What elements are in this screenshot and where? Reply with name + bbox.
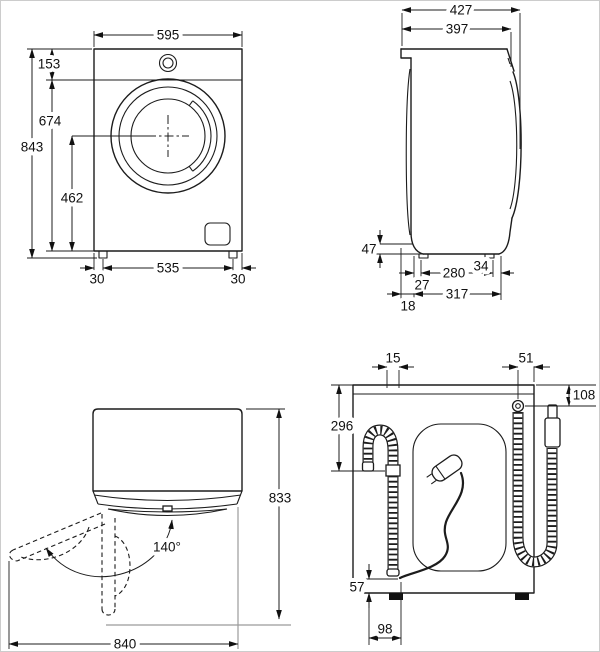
dim-side-plinth-height: 47 xyxy=(361,242,376,257)
top-machine-outline xyxy=(92,408,243,516)
filter-flap xyxy=(204,222,231,246)
back-panel xyxy=(412,423,507,572)
dim-back-inlet-offset: 51 xyxy=(518,351,533,366)
side-foot-rear xyxy=(484,253,495,259)
dim-top-width-door-open: 840 xyxy=(114,637,137,652)
dim-front-panel-height: 153 xyxy=(38,57,61,72)
inlet-connector-nipple xyxy=(547,404,558,420)
drain-hose-clamp xyxy=(385,464,401,477)
door-swing-arc xyxy=(45,519,174,578)
dim-back-cord-height: 57 xyxy=(349,580,364,595)
front-foot-left xyxy=(98,250,108,259)
dim-top-door-angle: 140° xyxy=(153,540,181,555)
dim-side-feet-spacing: 280 xyxy=(443,266,466,281)
inlet-hose xyxy=(511,399,561,568)
side-machine-outline xyxy=(400,48,522,259)
back-foot-right xyxy=(515,593,529,600)
front-dimensions: 595 843 153 674 462 535 xyxy=(17,24,256,291)
dim-front-drum-axis: 462 xyxy=(61,191,84,206)
back-foot-left xyxy=(389,593,403,600)
front-view: 595 843 153 674 462 535 xyxy=(17,24,256,291)
dim-back-drain-offset: 15 xyxy=(385,351,400,366)
back-view: 15 51 108 296 57 98 xyxy=(327,347,599,645)
back-dimensions: 15 51 108 296 57 98 xyxy=(327,347,599,645)
dim-back-inlet-from-top: 108 xyxy=(573,388,596,403)
dim-back-drain-hook-height: 296 xyxy=(331,419,354,434)
front-machine-outline xyxy=(93,48,243,259)
drain-hose-bottom-cap xyxy=(386,568,400,577)
inlet-connector xyxy=(544,417,561,448)
drain-hose xyxy=(361,424,401,577)
side-view: 427 397 47 27 280 34 18 xyxy=(357,1,522,318)
top-view-door-angle: 140° 833 840 xyxy=(8,408,295,652)
power-plug xyxy=(426,454,463,485)
dim-front-body-height: 674 xyxy=(39,114,62,129)
power-cord xyxy=(398,471,464,580)
control-panel-slant xyxy=(506,48,515,72)
side-foot-front xyxy=(418,253,429,259)
back-machine-outline xyxy=(352,384,535,600)
front-foot-right xyxy=(228,250,238,259)
dim-front-foot-inset-right: 30 xyxy=(230,272,245,287)
dim-front-width: 595 xyxy=(157,28,180,43)
door-bulge xyxy=(511,71,522,219)
door-handle-arc xyxy=(192,100,212,172)
dim-side-depth-total: 427 xyxy=(450,3,473,18)
door-latch xyxy=(162,505,173,512)
closed-door-edge xyxy=(107,508,228,513)
dim-front-foot-inset-left: 30 xyxy=(89,272,104,287)
door-bowl-90 xyxy=(114,535,131,597)
dim-side-base-depth: 317 xyxy=(446,287,469,302)
dim-top-depth-door-open: 833 xyxy=(269,491,292,506)
dim-front-total-height: 843 xyxy=(21,140,44,155)
dim-side-depth-body: 397 xyxy=(446,22,469,37)
dim-side-lid-overhang: 18 xyxy=(400,299,415,314)
control-knob xyxy=(158,53,178,73)
inlet-valve-fitting xyxy=(511,399,525,413)
dim-side-foot-front-offset: 27 xyxy=(414,278,429,293)
lid-lip xyxy=(400,48,412,59)
dim-front-feet-spacing: 535 xyxy=(157,261,180,276)
drain-hose-end-fitting xyxy=(361,461,375,472)
dim-back-cord-offset: 98 xyxy=(377,622,392,637)
panel-handle-mark xyxy=(507,57,511,65)
power-plug-and-cord xyxy=(398,454,464,580)
top-dimensions: 833 840 xyxy=(8,408,295,652)
open-door-dashed xyxy=(8,512,131,616)
side-dimensions: 427 397 47 27 280 34 18 xyxy=(357,1,521,318)
dim-side-foot-rear-offset: 34 xyxy=(473,259,489,274)
